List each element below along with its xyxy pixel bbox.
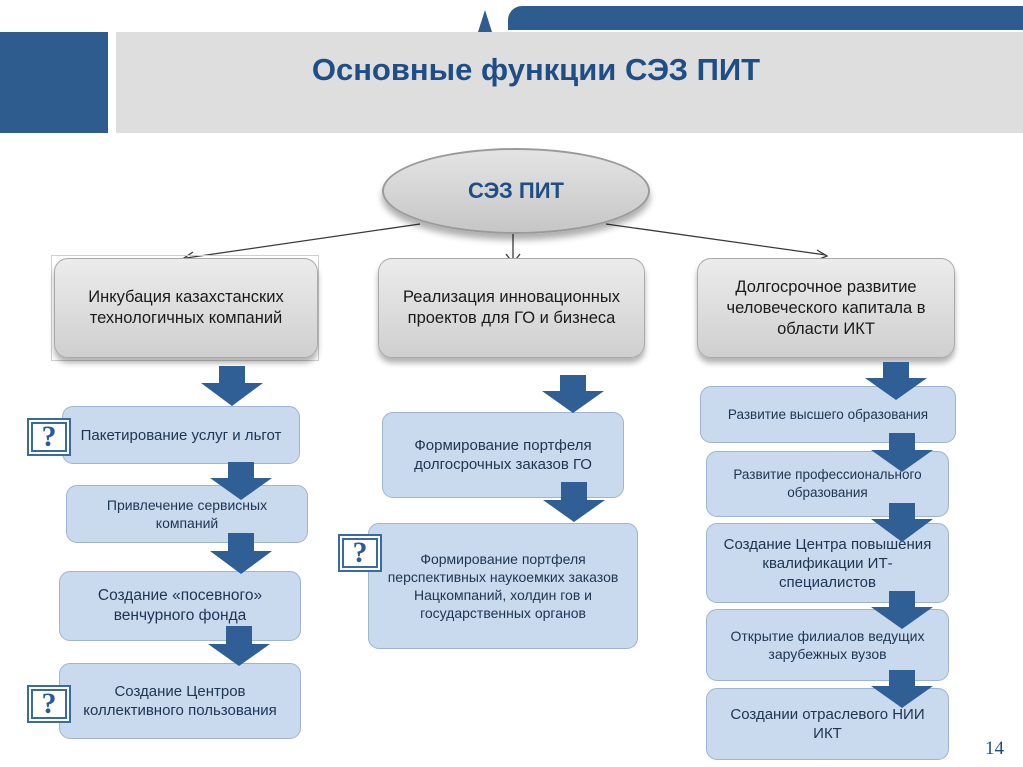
column-header-human-capital: Долгосрочное развитие человеческого капи…	[697, 258, 955, 358]
header-grey-band	[116, 32, 1023, 133]
question-glyph: ?	[352, 536, 368, 569]
down-arrow	[871, 670, 933, 708]
root-label: СЭЗ ПИТ	[468, 178, 564, 203]
down-arrow	[210, 533, 272, 574]
down-arrow	[210, 462, 272, 500]
down-arrow	[871, 591, 933, 629]
item-packaging-services: Пакетирование услуг и льгот	[62, 406, 300, 464]
question-mark-icon: ?	[27, 418, 71, 456]
item-ict-research-institute: Создании отраслевого НИИ ИКТ	[706, 688, 949, 760]
down-arrow	[542, 375, 604, 413]
item-shared-use-centers: Создание Центров коллективного пользован…	[59, 663, 301, 739]
slide-title: Основные функции СЭЗ ПИТ	[311, 52, 761, 87]
item-label: Развитие высшего образования	[727, 406, 929, 422]
column-header-label: Реализация инновационных проектов для ГО…	[403, 288, 620, 327]
item-label: Формирование портфеля перспективных наук…	[387, 551, 619, 621]
header-tab-tip-decoration	[478, 10, 492, 32]
item-attract-service-companies: Привлечение сервисных компаний	[66, 485, 308, 543]
item-label: Привлечение сервисных компаний	[106, 497, 268, 531]
item-it-training-center: Создание Центра повышения квалификации И…	[706, 523, 949, 603]
connector-right	[605, 223, 827, 256]
down-arrow	[871, 433, 933, 472]
header-tab-decoration	[508, 6, 1023, 30]
item-national-companies-orders: Формирование портфеля перспективных наук…	[368, 523, 638, 649]
connector-left	[185, 223, 421, 259]
selection-frame	[51, 255, 319, 361]
down-arrow	[201, 366, 263, 406]
item-label: Создание Центров коллективного пользован…	[83, 683, 277, 719]
item-label: Формирование портфеля долгосрочных заказ…	[414, 437, 592, 473]
item-seed-venture-fund: Создание «посевного» венчурного фонда	[59, 571, 301, 641]
item-label: Пакетирование услуг и льгот	[80, 426, 282, 444]
down-arrow	[871, 503, 933, 542]
question-mark-icon: ?	[338, 534, 382, 572]
root-node: СЭЗ ПИТ	[382, 148, 650, 234]
item-label: Создание Центра повышения квалификации И…	[723, 535, 932, 591]
item-label: Открытие филиалов ведущих зарубежных вуз…	[730, 628, 925, 662]
item-label: Создание «посевного» венчурного фонда	[97, 587, 263, 624]
column-header-incubation: Инкубация казахстанских технологичных ко…	[54, 258, 318, 358]
down-arrow	[543, 482, 605, 522]
column-header-label: Долгосрочное развитие человеческого капи…	[726, 277, 926, 338]
item-label: Создании отраслевого НИИ ИКТ	[730, 706, 925, 742]
header-blue-square	[0, 32, 108, 133]
page-number: 14	[985, 738, 1004, 759]
down-arrow	[208, 626, 270, 666]
down-arrow	[865, 362, 927, 400]
item-label: Развитие профессионального образования	[733, 467, 922, 500]
question-glyph: ?	[41, 687, 57, 720]
column-header-projects: Реализация инновационных проектов для ГО…	[378, 258, 645, 358]
question-mark-icon: ?	[27, 685, 71, 723]
column-header-label: Инкубация казахстанских технологичных ко…	[88, 288, 284, 327]
question-glyph: ?	[41, 420, 57, 453]
